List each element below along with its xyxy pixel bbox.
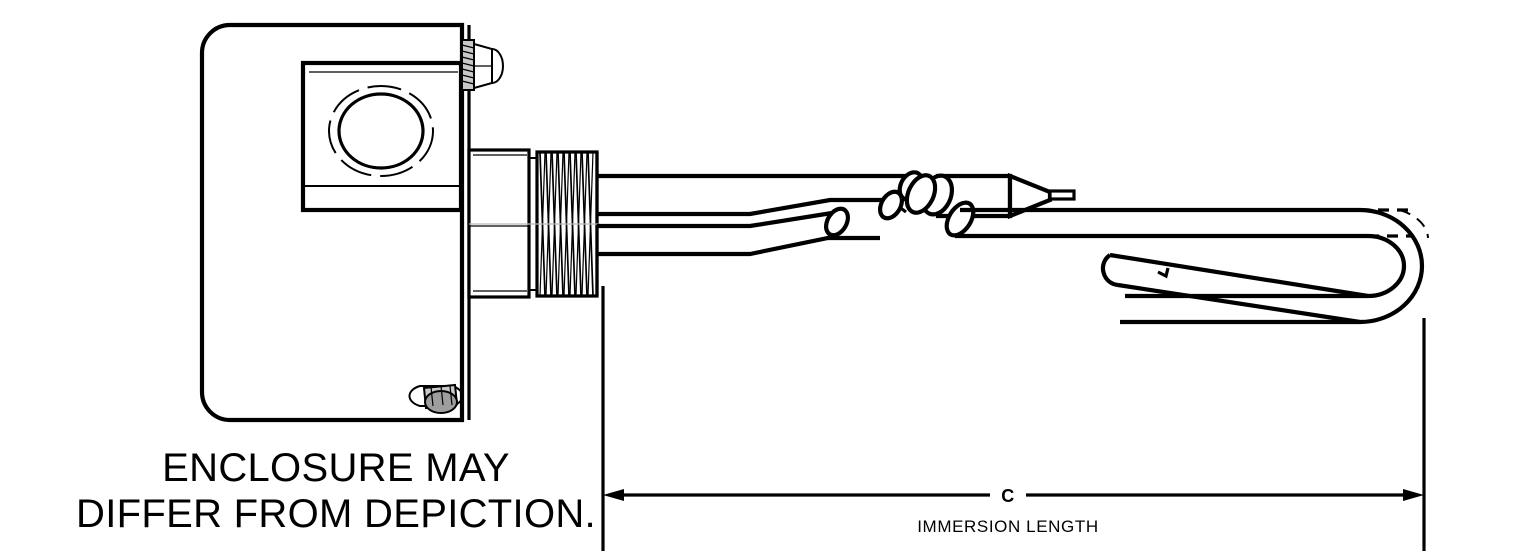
dim-label-c: C bbox=[1001, 486, 1015, 506]
lower-tube-upper-wall bbox=[597, 210, 833, 229]
enclosure-note: ENCLOSURE MAY DIFFER FROM DEPICTION. bbox=[76, 446, 596, 536]
lower-tube-cut-face bbox=[824, 206, 850, 238]
inner-panel bbox=[300, 60, 464, 213]
u-bend-hidden-arc bbox=[1399, 209, 1429, 239]
dim-name-immersion-length: IMMERSION LENGTH bbox=[917, 517, 1099, 536]
u-bend-return-nose bbox=[1100, 253, 1119, 288]
upper-tube-stub-face bbox=[878, 189, 904, 221]
u-bend bbox=[955, 207, 1429, 325]
dimension-line-c: C IMMERSION LENGTH bbox=[601, 286, 1426, 551]
note-line-2: DIFFER FROM DEPICTION. bbox=[76, 492, 596, 536]
lower-tube-lower-wall bbox=[597, 235, 880, 257]
thermostat-bulb-entry-face bbox=[904, 173, 938, 215]
dim-arrowhead-left bbox=[603, 489, 624, 501]
u-bend-inner-wall bbox=[955, 233, 1407, 299]
u-bend-outer-wall bbox=[960, 207, 1425, 325]
upper-tube-bottom-wall bbox=[597, 197, 890, 217]
thermostat-bulb bbox=[904, 172, 1076, 238]
u-bend-return-upper bbox=[1109, 252, 1369, 299]
u-bend-return-notch bbox=[1157, 267, 1170, 279]
note-line-1: ENCLOSURE MAY bbox=[162, 446, 510, 490]
ground-lug bbox=[408, 383, 464, 414]
element-tube-lower bbox=[597, 206, 880, 257]
dim-arrowhead-right bbox=[1403, 489, 1424, 501]
thermostat-bulb-pin bbox=[1048, 189, 1076, 201]
mounting-bolt bbox=[461, 39, 504, 91]
mounting-bolt-nut-arc bbox=[491, 48, 504, 84]
mounting-bolt-threads bbox=[461, 44, 475, 85]
element-tube-upper bbox=[597, 170, 925, 221]
ground-lug-facets bbox=[430, 385, 453, 407]
conduit-opening-circle bbox=[337, 92, 425, 170]
u-bend-return-lower bbox=[1117, 282, 1361, 325]
npt-thread bbox=[469, 150, 600, 298]
